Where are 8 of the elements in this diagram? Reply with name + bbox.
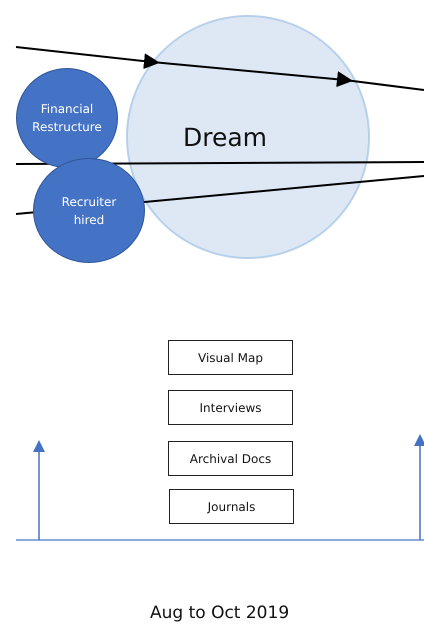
- data-source-box: Visual Map: [168, 340, 293, 375]
- data-source-box: Archival Docs: [168, 441, 293, 476]
- dream-circle: Dream: [126, 15, 370, 259]
- event-circle: Financial Restructure: [16, 68, 118, 168]
- data-source-box: Journals: [169, 489, 294, 524]
- date-range-caption: Aug to Oct 2019: [150, 603, 290, 623]
- event-circle: Recruiter hired: [33, 158, 145, 263]
- data-source-box: Interviews: [168, 390, 293, 425]
